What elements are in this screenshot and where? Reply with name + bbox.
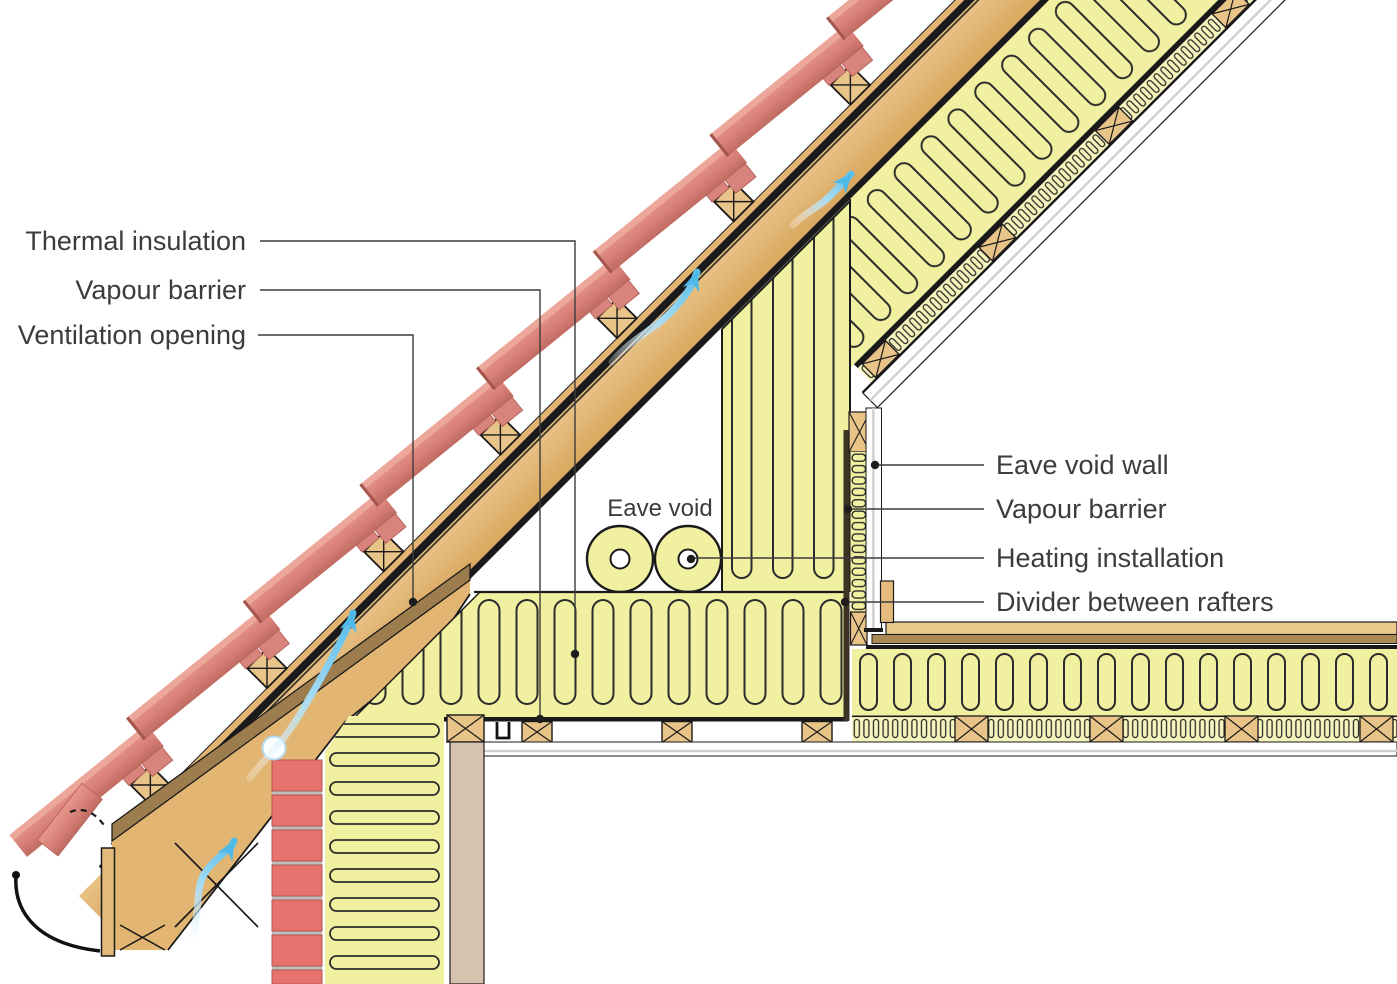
label-divider-between-rafters: Divider between rafters <box>996 587 1274 617</box>
ceiling-joist-block <box>521 720 553 744</box>
roof-tile <box>242 490 407 624</box>
ceiling-board-dark <box>871 634 1397 644</box>
ceiling-service-block <box>1359 715 1394 743</box>
roof-tile <box>592 140 757 274</box>
eave-rafter-foot <box>112 566 470 950</box>
roof-vapour-barrier <box>853 0 1273 369</box>
leader-lines <box>258 240 984 715</box>
heating-pipes <box>585 524 723 594</box>
ceiling-lining <box>483 741 1397 757</box>
vapour-barrier-clamp <box>495 722 511 740</box>
leader-vapour-barrier-left <box>260 289 541 715</box>
wall-vapour-barrier-line <box>843 430 850 721</box>
external-wall <box>271 714 485 984</box>
roof-tile <box>476 257 640 391</box>
label-heating-installation: Heating installation <box>996 543 1224 573</box>
gutter <box>12 871 101 953</box>
eave-tile-nose <box>36 782 103 857</box>
ceiling-right <box>852 621 1397 743</box>
wall-insulation-strip <box>850 452 868 612</box>
airflow-arrow-through-opening <box>246 609 357 782</box>
ceiling-right-insulation <box>852 649 1397 716</box>
cavity-insulation <box>325 716 444 984</box>
eave-soffit-board <box>111 562 471 843</box>
tile-curve-dashed <box>69 808 107 829</box>
brick-outer-leaf <box>271 759 323 984</box>
ceiling-joists <box>521 720 833 744</box>
ceiling-right-membrane <box>866 645 1397 649</box>
roof-lining-top-line <box>861 0 1288 394</box>
airflow-arrow-eave-outside <box>184 837 238 949</box>
label-vapour-barrier-left: Vapour barrier <box>75 275 246 305</box>
wall-bottom-blocking <box>849 611 868 646</box>
roof-service-layer <box>857 0 1286 382</box>
ceiling-joist-block <box>661 720 693 744</box>
eave-timber-cross-mark-small <box>119 924 166 951</box>
label-ventilation-opening: Ventilation opening <box>18 320 246 350</box>
fascia-board <box>100 847 116 957</box>
roof-tile <box>826 0 981 41</box>
roof-tile <box>359 374 524 507</box>
ceiling-vapour-barrier <box>355 717 848 722</box>
leader-thermal-insulation <box>260 240 576 651</box>
wall-plate-block <box>446 714 485 743</box>
leader-ventilation-opening <box>258 334 414 599</box>
airflow-arrow-mid-slope <box>608 268 701 366</box>
label-thermal-insulation: Thermal insulation <box>25 226 246 256</box>
ceiling-service-block <box>954 715 989 743</box>
airflow-arrow-upper-slope <box>789 170 855 229</box>
label-eave-void: Eave void <box>607 495 712 522</box>
ceiling-joist-block <box>801 720 833 744</box>
ceiling-service-block <box>1089 715 1124 743</box>
ceiling-walk-board <box>885 621 1397 636</box>
heating-pipe <box>585 524 655 594</box>
ceiling-left-insulation <box>354 590 848 718</box>
label-vapour-barrier-right: Vapour barrier <box>996 494 1167 524</box>
ceiling-right-service-strip <box>852 715 1397 743</box>
roof-inner-lining <box>862 0 1303 409</box>
label-eave-void-wall: Eave void wall <box>996 450 1169 480</box>
airflow-arrows <box>184 170 855 949</box>
roof-tiles <box>9 0 981 857</box>
inner-leaf <box>449 741 485 984</box>
eave-timber-cross-mark <box>174 842 259 928</box>
labels: Thermal insulation Vapour barrier Ventil… <box>18 226 1274 617</box>
leader-dots <box>408 460 880 724</box>
roof-tile <box>126 607 290 741</box>
eave-void-insulation-block <box>721 200 851 592</box>
eave-assembly <box>12 562 471 957</box>
ceiling-service-block <box>1224 715 1259 743</box>
roof-tile <box>709 24 874 157</box>
